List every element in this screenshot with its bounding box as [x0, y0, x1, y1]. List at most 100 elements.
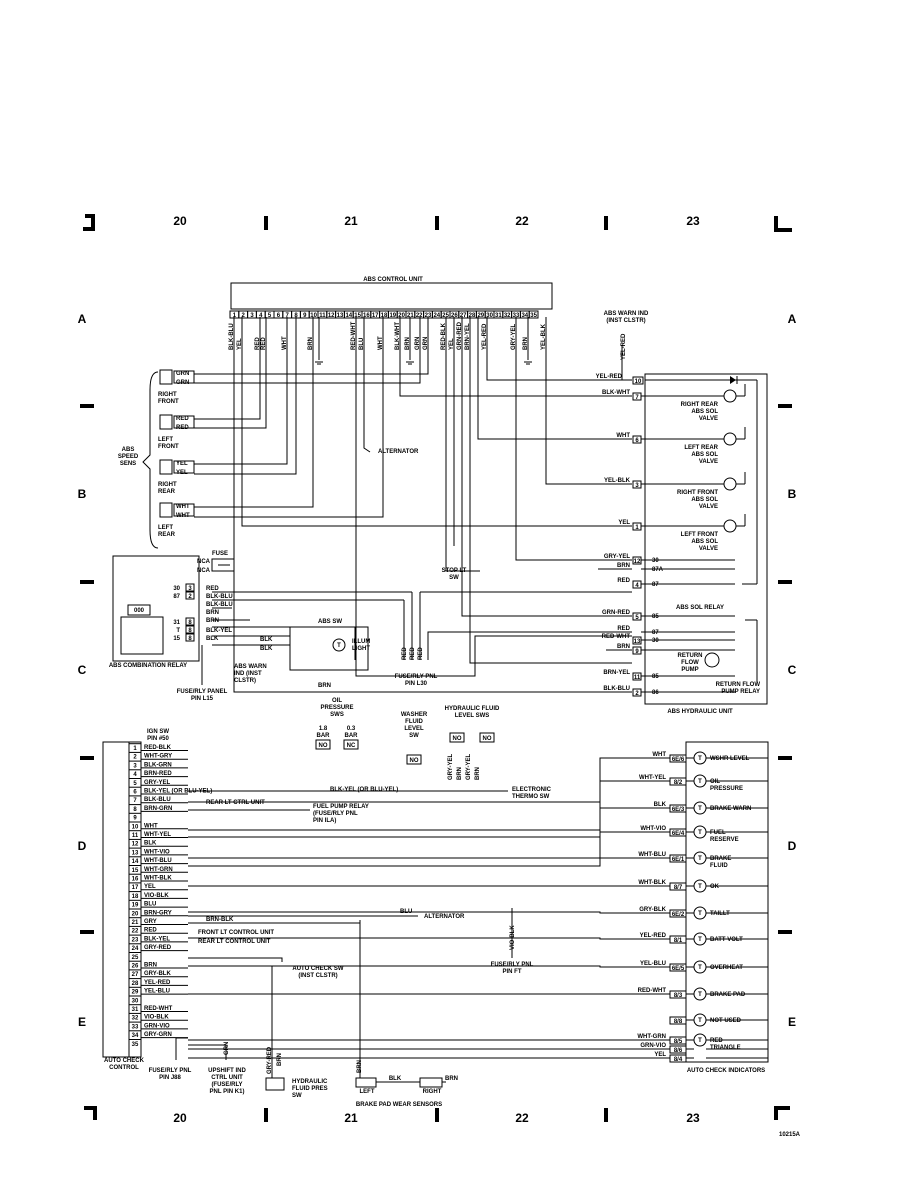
lamp-glyph: T	[698, 911, 702, 917]
wire-label: BRN	[308, 337, 314, 350]
acc-pin: 17	[132, 885, 139, 891]
svg-text:000: 000	[134, 608, 145, 614]
row-letter: D	[78, 839, 87, 853]
pin-number: 2	[242, 313, 246, 319]
relay-term: 85	[652, 614, 659, 620]
sensor-wire: WHT	[176, 504, 190, 510]
relay-pin: 8	[188, 636, 192, 642]
hu-wire: BLK-BLU	[603, 686, 630, 692]
pin-number: 18	[381, 313, 388, 319]
acc-wire: RED-BLK	[144, 745, 172, 751]
pin-number: 28	[469, 313, 476, 319]
wire-label: RED	[255, 337, 261, 350]
wire-label: BRN	[405, 337, 411, 350]
acc-pin: 14	[132, 859, 139, 865]
acc-pin: 8	[133, 807, 137, 813]
sensor-wire: YEL	[176, 470, 188, 476]
acc-wire: YEL	[144, 884, 156, 890]
indicator-pin: 8/4	[674, 1057, 683, 1063]
indicator-wire: WHT	[652, 752, 666, 758]
brn-wire: BRN	[277, 1053, 283, 1066]
indicator-pin: 8/3	[674, 993, 683, 999]
ground-symbols	[315, 361, 532, 365]
hu-wire: RED-WHT	[602, 634, 631, 640]
hu-wire: WHT	[616, 433, 630, 439]
acc-wire: BLK-YEL (OR BLU-YEL)	[144, 789, 212, 795]
indicator-pin: 6E/3	[672, 807, 685, 813]
indicator-wire: YEL-RED	[640, 933, 667, 939]
wire-label: BLU	[359, 338, 365, 350]
hydraulic-level-wire: BRN	[457, 767, 463, 780]
diode-icon	[730, 376, 736, 384]
hu-pin: 13	[634, 639, 641, 645]
relay-term: T	[176, 628, 180, 634]
pin-number: 4	[259, 313, 263, 319]
indicator-wire: WHT-GRN	[637, 1034, 666, 1040]
relay-term: 87	[173, 594, 180, 600]
acc-wire: YEL-BLU	[144, 989, 170, 995]
auto-check-indicators-title: AUTO CHECK INDICATORS	[687, 1068, 765, 1074]
lamp-glyph: T	[698, 856, 702, 862]
svg-text:BLK: BLK	[389, 1076, 402, 1082]
svg-text:BRAKE PAD WEAR SENSORS: BRAKE PAD WEAR SENSORS	[356, 1102, 442, 1108]
rear-lt-ctrl: REAR LT CTRL UNIT	[206, 800, 265, 806]
valve-coil-icon	[723, 432, 737, 446]
lamp-glyph: T	[698, 1018, 702, 1024]
acc-wire: BRN-GRY	[144, 910, 172, 916]
acc-wire: BLK	[144, 841, 157, 847]
acc-wire: WHT-BLK	[144, 876, 172, 882]
wire-label: RED-WHT	[351, 321, 357, 350]
hu-pin: 4	[635, 583, 639, 589]
sensor-wire: WHT	[176, 513, 190, 519]
acc-wire: BLK-GRN	[144, 762, 172, 768]
lamp-glyph: T	[698, 992, 702, 998]
pin-number: 6	[277, 313, 281, 319]
pin-number: 33	[513, 313, 520, 319]
row-letter: A	[78, 312, 87, 326]
acc-wire: RED-WHT	[144, 1006, 173, 1012]
indicator-pin: 8/6	[674, 1048, 683, 1054]
acc-wire: WHT-GRY	[144, 754, 172, 760]
pin-number: 21	[407, 313, 414, 319]
wire-label: YEL	[237, 338, 243, 350]
svg-text:NO: NO	[453, 736, 462, 742]
hu-pin: 12	[634, 559, 641, 565]
indicator-pin: 8/8	[674, 1019, 683, 1025]
pin-number: 26	[451, 313, 458, 319]
wire-label: GRN	[415, 337, 421, 350]
relay-term: 85	[652, 674, 659, 680]
control-unit-wires	[194, 317, 632, 693]
wire-label: GRY-YEL	[511, 324, 517, 350]
acc-pin: 13	[132, 850, 139, 856]
acc-wire: YEL-RED	[144, 980, 171, 986]
auto-check-sw: AUTO CHECK SW(INST CLSTR)	[292, 966, 344, 979]
relay-term: 87	[652, 582, 659, 588]
acc-pin: 15	[132, 868, 139, 874]
acc-pin: 22	[132, 929, 139, 935]
pin-number: 7	[286, 313, 290, 319]
acc-pin: 5	[133, 781, 137, 787]
